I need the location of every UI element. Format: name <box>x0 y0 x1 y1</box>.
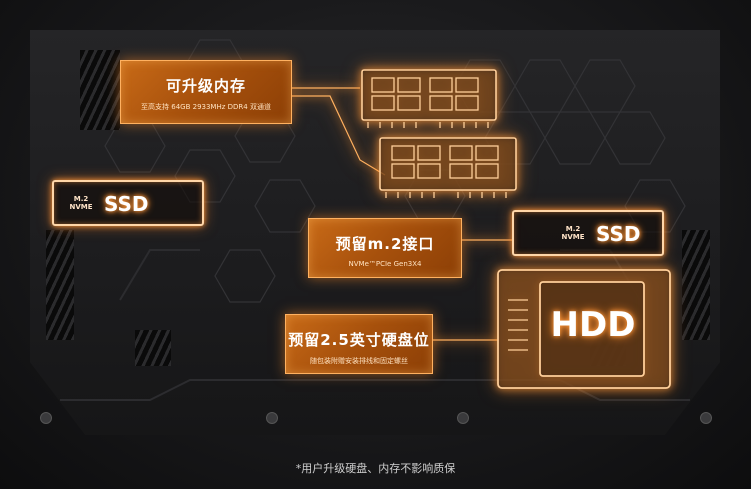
callout-subtitle: NVMe™PCIe Gen3X4 <box>348 260 422 268</box>
bottom-vent-right <box>590 330 626 366</box>
ssd-nvme-label: NVME <box>69 203 93 211</box>
screw <box>40 412 52 424</box>
screw <box>266 412 278 424</box>
ssd-nvme-label: NVME <box>561 233 585 241</box>
ssd-m2-label: M.2 <box>73 195 89 203</box>
side-vent-left <box>46 230 74 340</box>
footnote: *用户升级硬盘、内存不影响质保 <box>295 462 456 475</box>
bottom-vent-left <box>135 330 171 366</box>
ssd-chip-right: M.2 NVME SSD <box>512 210 664 256</box>
callout-subtitle: 随包装附赠安装排线和固定螺丝 <box>310 357 408 365</box>
callout-title: 预留2.5英寸硬盘位 <box>288 331 430 349</box>
top-vent <box>80 50 120 130</box>
hdd-label: HDD <box>550 305 636 345</box>
side-vent-right <box>682 230 710 340</box>
ssd-chip-left: M.2 NVME SSD <box>52 180 204 226</box>
callout-m2-slot: 预留m.2接口 NVMe™PCIe Gen3X4 <box>308 218 462 278</box>
callout-title: 预留m.2接口 <box>335 235 435 253</box>
ssd-m2-label: M.2 <box>565 225 581 233</box>
callout-title: 可升级内存 <box>165 77 246 95</box>
ssd-label: SSD <box>104 192 149 216</box>
callout-upgradable-memory: 可升级内存 至高支持 64GB 2933MHz DDR4 双通道 <box>120 60 292 124</box>
screw <box>700 412 712 424</box>
callout-hdd-bay: 预留2.5英寸硬盘位 随包装附赠安装排线和固定螺丝 <box>285 314 433 374</box>
screw <box>457 412 469 424</box>
ssd-label: SSD <box>596 222 641 246</box>
callout-subtitle: 至高支持 64GB 2933MHz DDR4 双通道 <box>141 103 271 111</box>
